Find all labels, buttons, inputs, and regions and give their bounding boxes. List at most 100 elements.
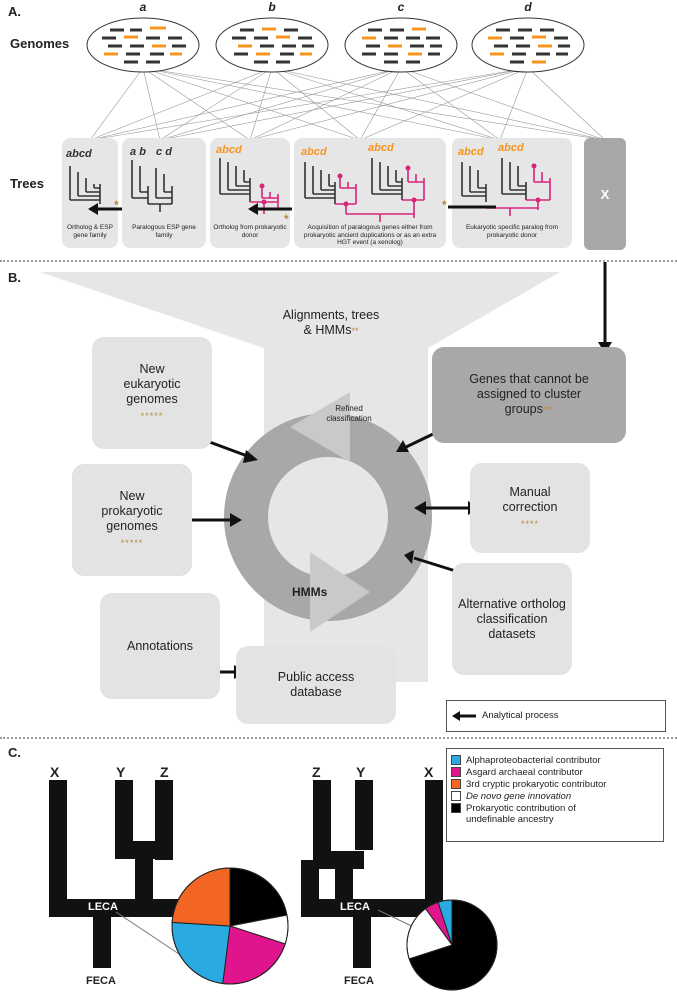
- tree-panel-4: [294, 138, 446, 248]
- refined-classification-label: Refined classification: [326, 404, 372, 423]
- tip-a: a: [130, 146, 137, 158]
- asterisk-3: *: [442, 198, 447, 212]
- tip-b: b: [222, 144, 229, 156]
- legend-item-cryptic: 3rd cryptic prokaryotic contributor: [451, 779, 659, 790]
- left-leca-label: LECA: [88, 901, 118, 913]
- section-c-label: C.: [8, 745, 21, 760]
- swatch-cryptic: [451, 779, 461, 789]
- unassigned-label-wrap: Genes that cannot be assigned to cluster…: [454, 372, 604, 418]
- right-leaf-1: Z: [312, 764, 321, 780]
- funnel-text: Alignments, trees & HMMs: [282, 308, 380, 337]
- legend-item-alpha: Alphaproteobacterial contributor: [451, 755, 659, 766]
- new-prok-label: New prokaryotic genomes: [101, 489, 163, 533]
- tree-panel-2: [122, 138, 206, 248]
- tip-a: a: [216, 144, 223, 156]
- tree5b-tips: abcd: [498, 142, 524, 154]
- gene-trees-graphic: [69, 158, 551, 222]
- pie-chart-right: [406, 899, 498, 991]
- unassigned-gene-box: X: [584, 138, 626, 250]
- tip-c: c: [380, 142, 387, 154]
- tree-panel-5: [452, 138, 572, 248]
- unassigned-stars: ***: [542, 405, 554, 415]
- caption-xenolog: Acquisition of paralogous genes either f…: [303, 224, 437, 246]
- pie-left-slice-3: [171, 921, 231, 985]
- tip-b: b: [374, 142, 381, 154]
- manual-stars: ****: [520, 518, 539, 529]
- funnel-label: Alignments, trees & HMMs**: [282, 308, 380, 339]
- unassigned-label: Genes that cannot be assigned to cluster…: [469, 372, 589, 416]
- caption-esp-paralog: Eukaryotic specific paralog from prokary…: [465, 224, 559, 239]
- section-a-label: A.: [8, 4, 21, 19]
- genome-letter-c: c: [397, 0, 405, 14]
- manual-label: Manual correction: [502, 484, 558, 514]
- tip-a: a: [368, 142, 375, 154]
- tree4a-tips: abcd: [301, 146, 327, 158]
- right-leaf-3: X: [424, 764, 434, 780]
- trees-row-label: Trees: [10, 176, 44, 191]
- tip-c: c: [313, 146, 320, 158]
- pie-left-outline: [171, 867, 289, 985]
- swatch-denovo: [451, 791, 461, 801]
- tip-c: c: [510, 142, 517, 154]
- legend-arrow-label: Analytical process: [482, 710, 559, 721]
- left-leaf-2: Y: [116, 764, 126, 780]
- tip-d: d: [234, 144, 242, 156]
- right-feca-label: FECA: [344, 975, 374, 987]
- annotations-label: Annotations: [126, 638, 194, 653]
- left-feca-label: FECA: [86, 975, 116, 987]
- tree3-tips: abcd: [216, 144, 242, 156]
- alternative-label: Alternative ortholog classification data…: [458, 596, 566, 641]
- tip-c: c: [228, 144, 235, 156]
- legend-arrow-box: [446, 700, 666, 732]
- legend-label-alpha: Alphaproteobacterial contributor: [466, 755, 601, 766]
- tree5a-tips: abcd: [458, 146, 484, 158]
- right-leca-label: LECA: [340, 901, 370, 913]
- legend-item-asgard: Asgard archaeal contributor: [451, 767, 659, 778]
- new-eukaryotic-genomes-box: New eukaryotic genomes *****: [92, 337, 212, 449]
- new-euk-label: New eukaryotic genomes: [123, 362, 181, 406]
- section-b-label: B.: [8, 270, 21, 285]
- tip-c: c: [78, 148, 85, 160]
- tip-c: c: [156, 146, 163, 158]
- legend-label-denovo: De novo gene innovation: [466, 791, 572, 802]
- genome-letter-d: d: [524, 0, 532, 14]
- pie-chart-left: [171, 867, 289, 985]
- caption-paralogous-esp: Paralogous ESP gene family: [132, 224, 196, 239]
- eukaryote-trees-graphic: [49, 780, 498, 991]
- asterisk-2: *: [284, 212, 289, 226]
- legend-label-undefinable: Prokaryotic contribution of undefinable …: [466, 803, 576, 825]
- swatch-undefinable: [451, 803, 461, 813]
- caption-ortholog-esp: Ortholog & ESP gene family: [67, 224, 113, 239]
- new-prok-stars: *****: [120, 538, 144, 548]
- tip-d: d: [84, 148, 92, 160]
- left-leaf-3: Z: [160, 764, 169, 780]
- tip-d: d: [319, 146, 327, 158]
- legend-arrow-icon: [452, 711, 476, 721]
- tip-b: b: [504, 142, 511, 154]
- legend-item-undefinable: Prokaryotic contribution of undefinable …: [451, 803, 659, 825]
- tip-d: d: [476, 146, 484, 158]
- tip-b: b: [139, 146, 146, 158]
- tip-d: d: [386, 142, 394, 154]
- new-prokaryotic-genomes-box: New prokaryotic genomes *****: [72, 464, 192, 576]
- left-leaf-1: X: [50, 764, 60, 780]
- tree-arrows: [88, 203, 496, 215]
- tip-d: d: [165, 146, 172, 158]
- genome-map-graphic: [86, 17, 606, 140]
- genomes-row-label: Genomes: [10, 36, 70, 51]
- annotations-box: Annotations: [100, 593, 220, 699]
- legend-label-asgard: Asgard archaeal contributor: [466, 767, 583, 778]
- tip-b: b: [307, 146, 314, 158]
- tree2-tips-right: c d: [156, 146, 172, 158]
- tree2-tips-left: a b: [130, 146, 146, 158]
- pie-right-outline: [406, 899, 498, 991]
- genome-letter-b: b: [268, 0, 276, 14]
- tree-panel-1: [62, 138, 118, 248]
- legend-box: Alphaproteobacterial contributor Asgard …: [446, 748, 664, 842]
- tip-b: b: [464, 146, 471, 158]
- caption-ortholog-prok: Ortholog from prokaryotic donor: [213, 224, 287, 239]
- legend-label-cryptic: 3rd cryptic prokaryotic contributor: [466, 779, 607, 790]
- right-leaf-2: Y: [356, 764, 366, 780]
- unassigned-genes-box: Genes that cannot be assigned to cluster…: [432, 347, 626, 443]
- hmms-label: HMMs: [292, 585, 328, 599]
